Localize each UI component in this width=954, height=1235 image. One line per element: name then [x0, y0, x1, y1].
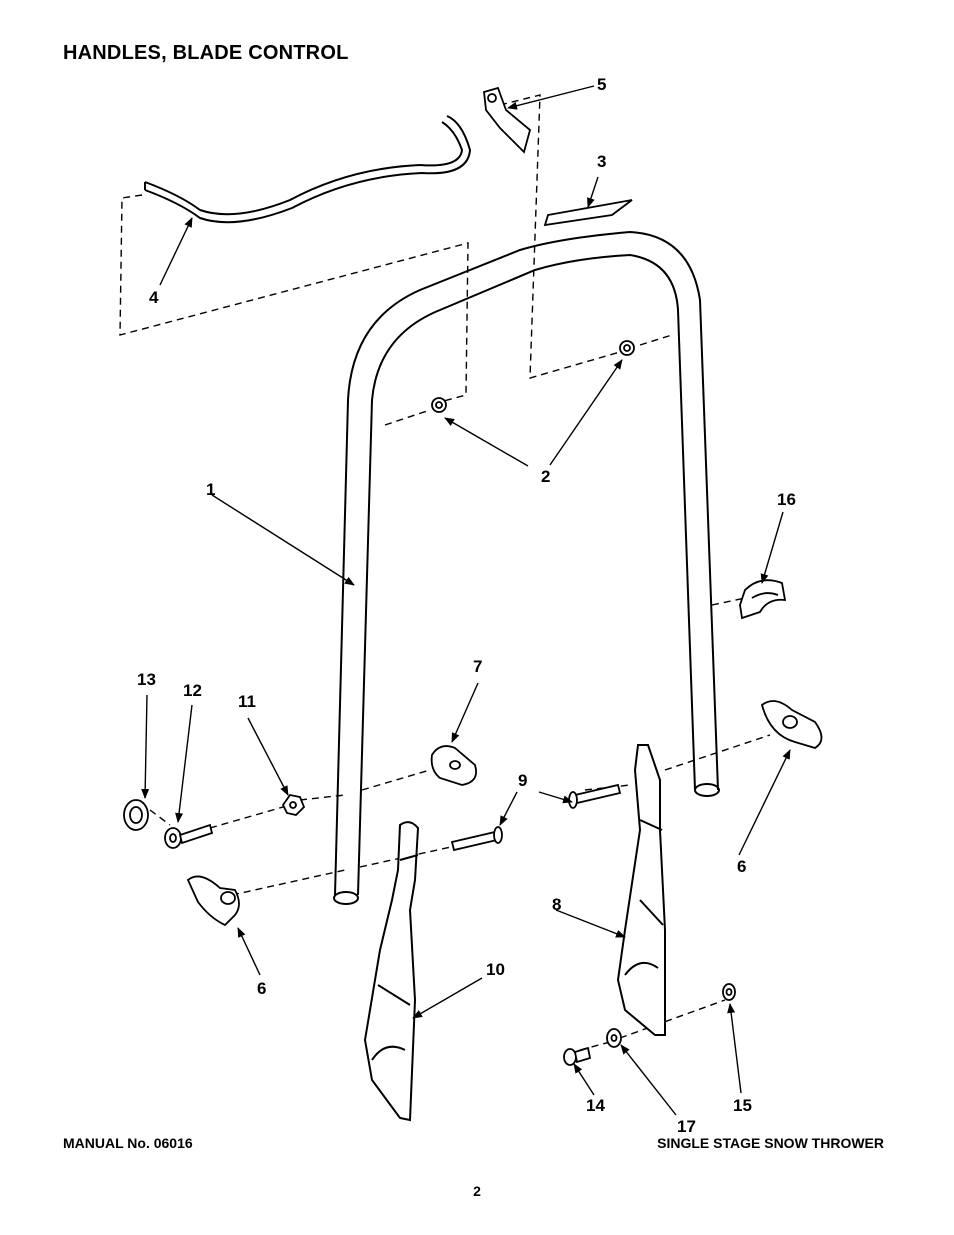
fasteners-right: [563, 983, 736, 1066]
manual-number: MANUAL No. 06016: [63, 1135, 193, 1151]
callout-4: 4: [149, 288, 159, 307]
blade-control-rod: [144, 115, 472, 224]
leader-lines: [141, 85, 791, 1116]
callout-15: 15: [733, 1096, 752, 1115]
lower-handle-left: [363, 821, 420, 1122]
callout-14: 14: [586, 1096, 605, 1115]
assembly-lines: [119, 94, 771, 1051]
product-name: SINGLE STAGE SNOW THROWER: [657, 1135, 884, 1151]
callout-11: 11: [238, 692, 256, 711]
page-title: HANDLES, BLADE CONTROL: [63, 42, 349, 64]
rod-bracket: [483, 86, 532, 154]
callout-10: 10: [486, 960, 505, 979]
callout-6-left: 6: [257, 979, 266, 998]
callout-9: 9: [518, 771, 527, 790]
callout-3: 3: [597, 152, 606, 171]
callout-6-right: 6: [737, 857, 746, 876]
callout-17: 17: [677, 1117, 696, 1136]
fasteners-left: [123, 794, 306, 849]
callout-16: 16: [777, 490, 796, 509]
callout-13: 13: [137, 670, 156, 689]
wing-knobs: [186, 700, 823, 927]
callout-2: 2: [541, 467, 550, 486]
handle-tube: [333, 230, 720, 905]
cable-clip: [739, 579, 787, 620]
callout-8: 8: [552, 895, 561, 914]
callout-12: 12: [183, 681, 202, 700]
callout-labels: 1 2 3 4 5 6 6 7 8 9 10 11 12 13 14 15 16…: [137, 75, 796, 1136]
page-number: 2: [473, 1183, 481, 1199]
carriage-bolts: [450, 783, 622, 852]
handle-knob: [430, 745, 477, 786]
handle-bolts: [431, 340, 635, 413]
lower-handle-right: [616, 744, 666, 1036]
callout-1: 1: [206, 480, 215, 499]
callout-5: 5: [597, 75, 606, 94]
decal-strip: [543, 199, 633, 227]
callout-7: 7: [473, 657, 482, 676]
